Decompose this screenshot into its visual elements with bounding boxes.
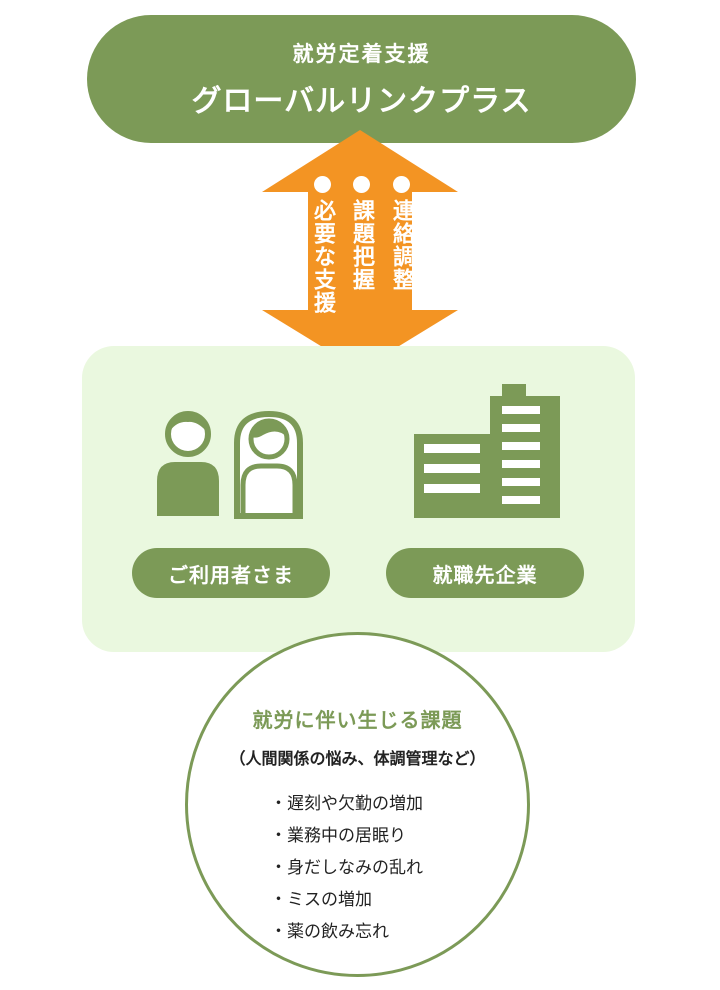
service-name: グローバルリンクプラス <box>191 84 532 119</box>
arrow-item-issue-grasp: 課題把握 <box>348 176 374 291</box>
list-item: ・ミスの増加 <box>270 890 372 910</box>
bullet-icon <box>392 176 410 193</box>
bullet-icon <box>352 176 370 193</box>
issues-title: 就労に伴い生じる課題 <box>252 708 463 732</box>
list-item: ・身だしなみの乱れ <box>270 858 423 878</box>
office-building-icon <box>414 384 560 518</box>
issues-list: ・遅刻や欠勤の増加 ・業務中の居眠り ・身だしなみの乱れ ・ミスの増加 ・薬の飲… <box>270 788 423 948</box>
double-arrow <box>262 130 458 370</box>
service-category: 就労定着支援 <box>292 42 431 66</box>
users-label: ご利用者さま <box>132 548 330 598</box>
issues-subtitle: （人間関係の悩み、体調管理など） <box>229 749 486 768</box>
company-label: 就職先企業 <box>386 548 584 598</box>
issues-circle <box>185 632 530 977</box>
people-icon <box>157 410 303 519</box>
list-item: ・業務中の居眠り <box>270 826 406 846</box>
arrow-item-coordination: 連絡調整 <box>388 176 414 291</box>
arrow-item-support: 必要な支援 <box>309 176 335 314</box>
list-item: ・遅刻や欠勤の増加 <box>270 794 423 814</box>
list-item: ・薬の飲み忘れ <box>270 922 389 942</box>
service-name-banner: 就労定着支援 グローバルリンクプラス <box>87 15 636 143</box>
bullet-icon <box>313 176 331 193</box>
